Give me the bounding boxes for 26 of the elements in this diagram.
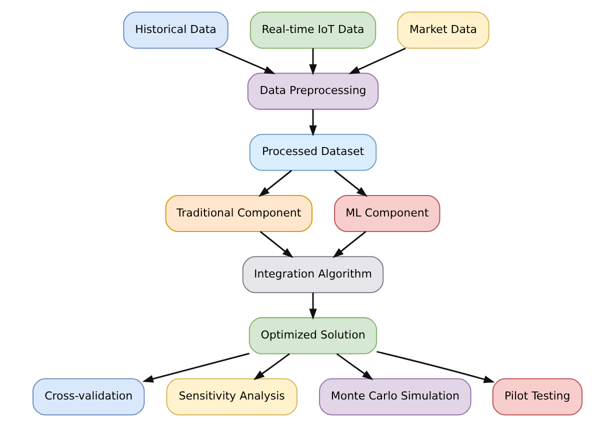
- node-box: Traditional Component: [164, 194, 312, 232]
- node-box: Market Data: [396, 12, 489, 49]
- node-box: Pilot Testing: [492, 378, 582, 416]
- arrow: [308, 109, 316, 136]
- arrow: [258, 170, 292, 197]
- node-box: Processed Dataset: [248, 134, 376, 171]
- node-box: Cross-validation: [32, 378, 144, 416]
- node-box: ML Component: [334, 194, 440, 232]
- arrow: [333, 170, 368, 197]
- arrow: [214, 48, 275, 74]
- arrow: [308, 292, 316, 320]
- arrow: [308, 48, 316, 76]
- node-box: Historical Data: [122, 12, 228, 49]
- arrow: [259, 231, 293, 258]
- node-box: Integration Algorithm: [242, 256, 384, 294]
- node-box: Sensitivity Analysis: [166, 378, 297, 416]
- node-box: Monte Carlo Simulation: [318, 378, 471, 416]
- arrow: [376, 350, 494, 384]
- arrow: [348, 48, 406, 74]
- arrow: [332, 231, 366, 258]
- arrow: [252, 353, 290, 380]
- node-box: Data Preprocessing: [246, 72, 378, 110]
- arrow: [142, 352, 249, 383]
- node-box: Real-time IoT Data: [249, 12, 376, 49]
- arrow: [336, 353, 373, 380]
- node-box: Optimized Solution: [248, 317, 377, 354]
